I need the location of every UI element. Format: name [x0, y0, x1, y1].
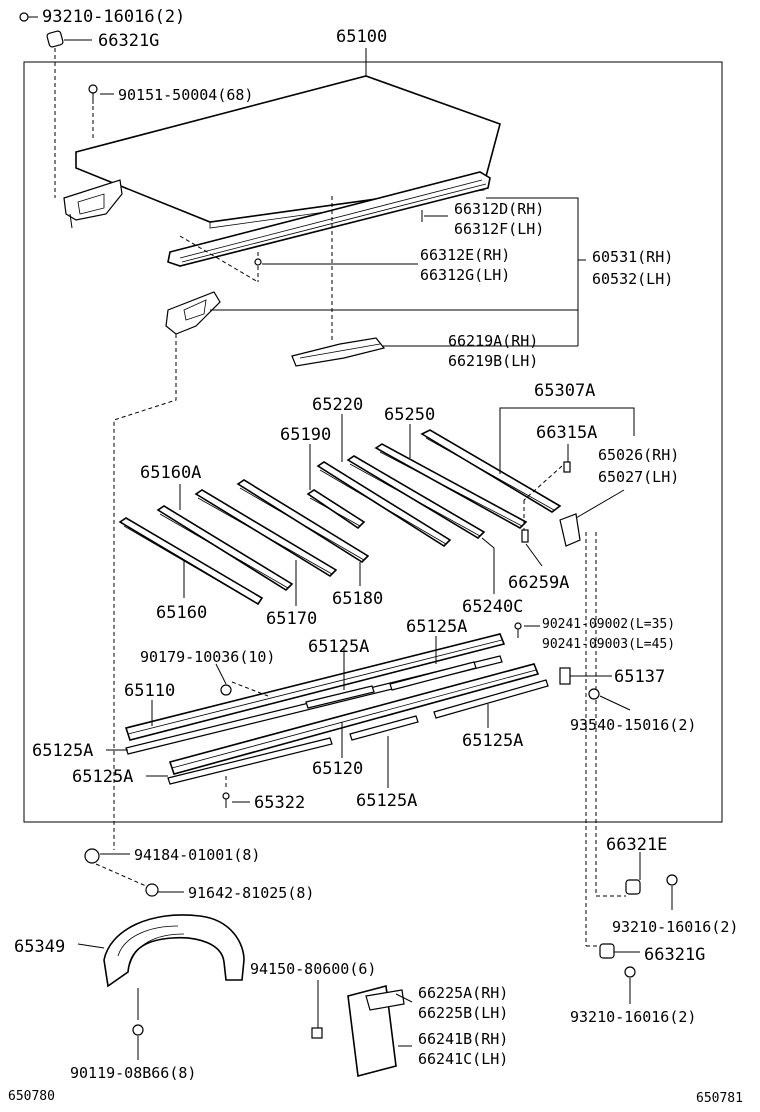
label-66312g: 66312G(LH): [420, 266, 510, 284]
label-65349: 65349: [14, 937, 65, 957]
label-65250: 65250: [384, 405, 435, 425]
crossmember-65190: [306, 444, 366, 530]
label-66312f: 66312F(LH): [454, 220, 544, 238]
clip-66321g-top: [46, 30, 92, 48]
label-93540: 93540-15016(2): [570, 716, 696, 734]
label-93210-top: 93210-16016(2): [42, 7, 185, 27]
plate-65137: [559, 667, 612, 685]
label-91642: 91642-81025(8): [188, 884, 314, 902]
bolt-93210-bot: [624, 966, 636, 1004]
label-65170: 65170: [266, 609, 317, 629]
screw-90151: [88, 84, 114, 104]
label-65220: 65220: [312, 395, 363, 415]
label-66259a: 66259A: [508, 573, 569, 593]
bracket-mid-left: [165, 291, 221, 335]
side-rail: [167, 171, 491, 267]
label-code-right: 650781: [696, 1091, 743, 1106]
bolt-90241: [514, 622, 540, 638]
label-93210-bot: 93210-16016(2): [570, 1008, 696, 1026]
label-65110: 65110: [124, 681, 175, 701]
label-65125a-5: 65125A: [72, 767, 133, 787]
pin-66312e: [254, 258, 418, 266]
label-65322: 65322: [254, 793, 305, 813]
label-90179: 90179-10036(10): [140, 648, 275, 666]
label-66241b: 66241B(RH): [418, 1030, 508, 1048]
label-66321e: 66321E: [606, 835, 667, 855]
nut-94184: [84, 848, 130, 864]
label-90241a: 90241-09002(L=35): [542, 617, 675, 632]
sill-65120: [168, 663, 540, 775]
label-65307a: 65307A: [534, 381, 595, 401]
crossmember-65160: [118, 517, 264, 606]
label-65125a-4: 65125A: [462, 731, 523, 751]
label-65120: 65120: [312, 759, 363, 779]
bolt-65322: [222, 792, 250, 808]
label-66219b: 66219B(LH): [448, 352, 538, 370]
label-93210-mid: 93210-16016(2): [612, 918, 738, 936]
strip-65125a-lower: [125, 655, 549, 785]
bolt-93210-mid: [666, 874, 678, 910]
nut-94150: [311, 980, 323, 1039]
mudguard-65349: [77, 914, 245, 1020]
label-65160: 65160: [156, 603, 207, 623]
crossmember-65160a: [156, 484, 294, 592]
label-65125a-6: 65125A: [356, 791, 417, 811]
label-66321g-bot: 66321G: [644, 945, 705, 965]
label-code-left: 650780: [8, 1089, 55, 1104]
crossmember-65220: [316, 414, 452, 548]
label-60532: 60532(LH): [592, 270, 673, 288]
label-66312e: 66312E(RH): [420, 246, 510, 264]
label-65125a-1: 65125A: [406, 617, 467, 637]
clip-66315a: [563, 444, 571, 473]
clip-66321e: [625, 852, 641, 895]
label-66241c: 66241C(LH): [418, 1050, 508, 1068]
label-66312d: 66312D(RH): [454, 200, 544, 218]
label-65026: 65026(RH): [598, 446, 679, 464]
sill-65110: [124, 633, 506, 741]
label-65027: 65027(LH): [598, 468, 679, 486]
label-65125a-3: 65125A: [32, 741, 93, 761]
label-66225a: 66225A(RH): [418, 984, 508, 1002]
label-65240c: 65240C: [462, 597, 523, 617]
hinge-bracket-left: [63, 179, 123, 229]
bolt-93540: [588, 688, 631, 711]
label-90119: 90119-08B66(8): [70, 1064, 196, 1082]
label-66315a: 66315A: [536, 423, 597, 443]
label-65160a: 65160A: [140, 463, 201, 483]
clip-66259a: [521, 529, 543, 567]
crossmember-65180: [236, 479, 370, 586]
pin-66312d: [421, 210, 448, 222]
bracket-65026: [559, 489, 625, 547]
nut-90179: [215, 663, 232, 696]
crossmember-65240c: [346, 455, 495, 594]
label-65125a-2: 65125A: [308, 637, 369, 657]
bolt-93210-top: [19, 12, 38, 22]
label-65100: 65100: [336, 27, 387, 47]
label-66219a: 66219A(RH): [448, 332, 538, 350]
bracket-66219: [291, 337, 386, 367]
assembly-frame: [23, 61, 723, 823]
crossmember-65170: [194, 489, 338, 606]
label-94150: 94150-80600(6): [250, 960, 376, 978]
label-65180: 65180: [332, 589, 383, 609]
crossmember-65250: [374, 424, 528, 529]
crossmember-65307a: [420, 407, 635, 513]
label-90241b: 90241-09003(L=45): [542, 637, 675, 652]
bolt-91642: [145, 883, 184, 897]
bolt-90119: [132, 1024, 144, 1060]
label-90151: 90151-50004(68): [118, 86, 253, 104]
label-65190: 65190: [280, 425, 331, 445]
label-66225b: 66225B(LH): [418, 1004, 508, 1022]
label-65137: 65137: [614, 667, 665, 687]
clip-66321g-bot: [599, 943, 640, 959]
label-66321g-top: 66321G: [98, 31, 159, 51]
label-60531: 60531(RH): [592, 248, 673, 266]
label-94184: 94184-01001(8): [134, 846, 260, 864]
mudflap-66241: [347, 984, 413, 1078]
